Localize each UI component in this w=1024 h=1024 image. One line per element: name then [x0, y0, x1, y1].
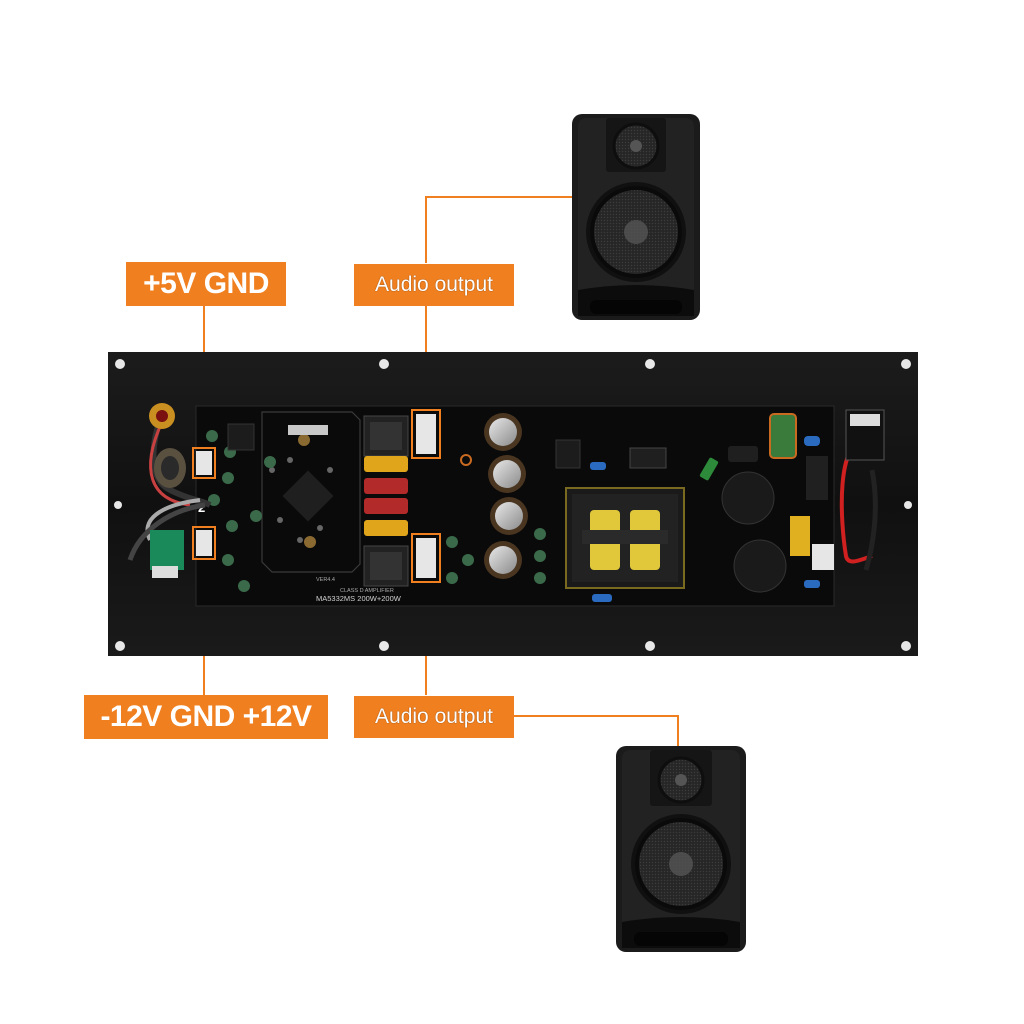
label-audio-output-bottom: Audio output: [354, 696, 514, 738]
connector-audio-bottom: [416, 538, 436, 578]
speaker-top: [572, 114, 700, 320]
speaker-bottom: [616, 746, 746, 952]
connector-5v: [196, 451, 212, 475]
label-5v-gnd: +5V GND: [126, 262, 286, 306]
board-version-silk: VER4.4: [316, 577, 335, 583]
connector-audio-top: [416, 414, 436, 454]
amplifier-board: 2 MA5332MS 200W+200W CLASS D AMPLIFIER V…: [108, 352, 918, 656]
board-class-silk: CLASS D AMPLIFIER: [340, 588, 394, 594]
plug-green: [150, 530, 184, 570]
connector-12v: [196, 530, 212, 556]
capacitor-bank: [484, 413, 528, 579]
board-model-silk: MA5332MS 200W+200W: [316, 594, 402, 603]
label-12v-gnd: -12V GND +12V: [84, 695, 328, 739]
label-audio-output-top: Audio output: [354, 264, 514, 306]
